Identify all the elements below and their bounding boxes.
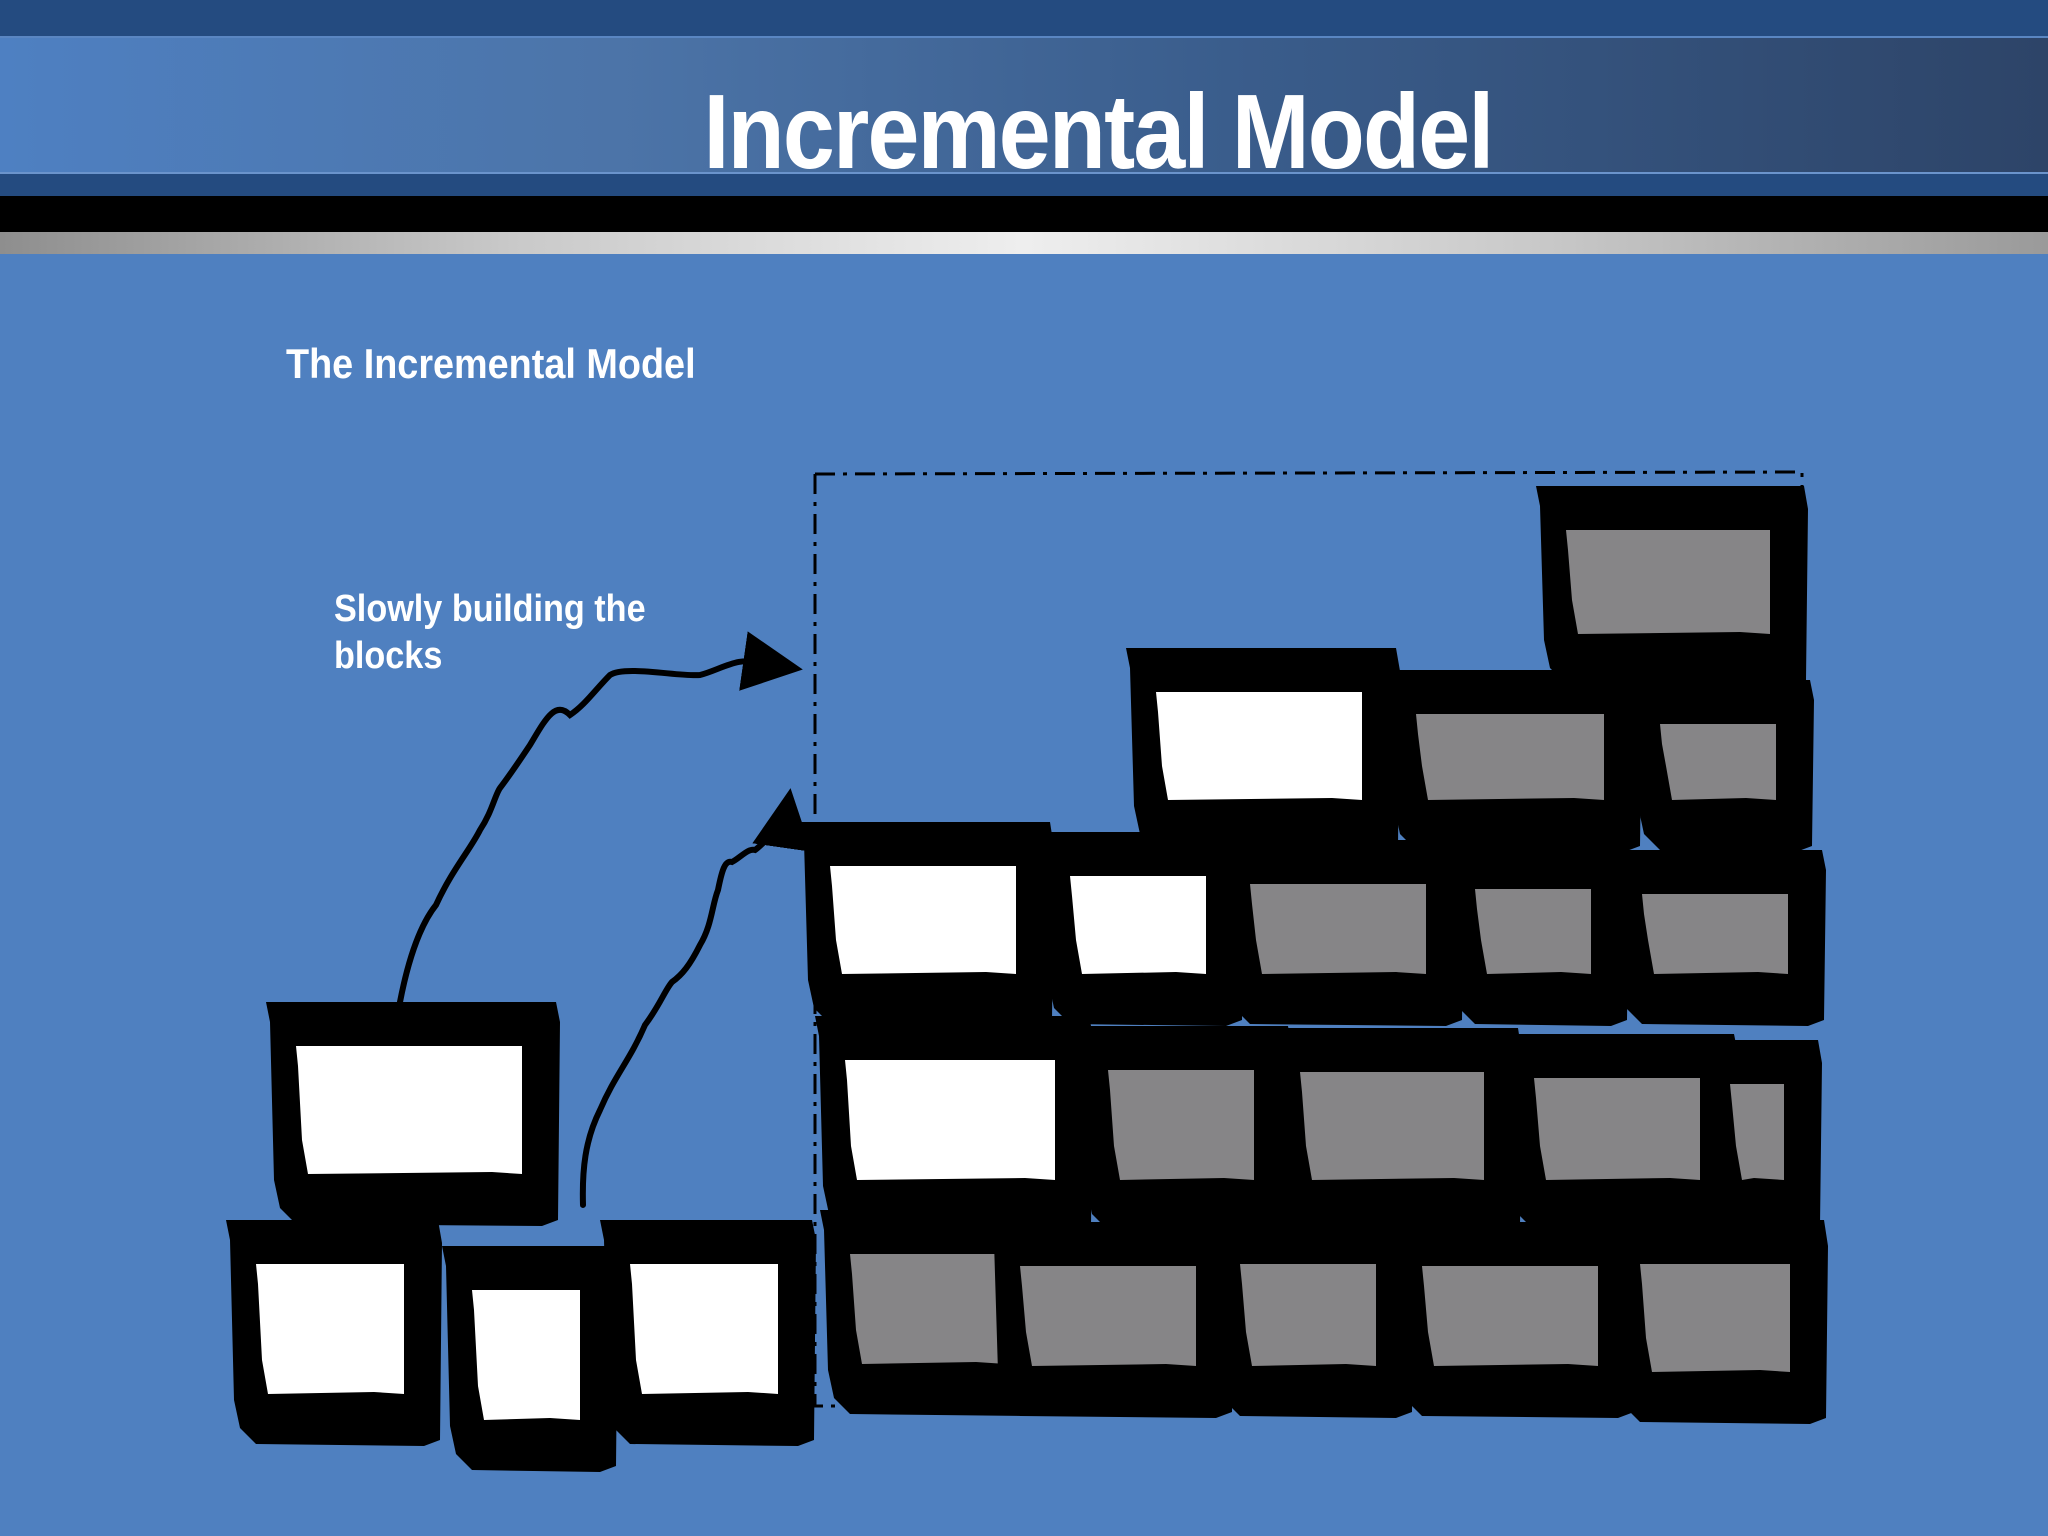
- slide-subtitle: The Incremental Model: [286, 340, 696, 387]
- built-block-face: [830, 866, 1016, 974]
- built-block: [1210, 1220, 1414, 1418]
- built-block: [1700, 1040, 1822, 1232]
- built-block-face: [1534, 1078, 1700, 1180]
- blocks-layer: [226, 486, 1828, 1472]
- loose-block-face: [256, 1264, 404, 1394]
- header-gradient-bar: [0, 36, 2048, 174]
- loose-block: [226, 1220, 442, 1446]
- built-block-face: [1240, 1264, 1376, 1366]
- built-block: [815, 1016, 1093, 1232]
- diagram-caption: Slowly building the blocks: [334, 588, 646, 677]
- built-block: [1445, 845, 1629, 1026]
- built-block: [1504, 1034, 1738, 1232]
- built-block: [1536, 486, 1808, 686]
- built-block: [1612, 850, 1826, 1026]
- built-block-face: [1020, 1266, 1196, 1366]
- built-block-face: [1108, 1070, 1254, 1180]
- built-block-face: [1416, 714, 1604, 800]
- header-silver-stripe: [0, 232, 2048, 254]
- arrow-lower: [579, 788, 812, 1208]
- built-block-face: [1250, 884, 1426, 974]
- arrow-upper: [397, 631, 803, 1005]
- built-block: [1392, 1222, 1636, 1418]
- loose-block-face: [630, 1264, 778, 1394]
- loose-block: [442, 1246, 618, 1472]
- built-block-face: [1640, 1264, 1790, 1372]
- built-block-face: [1660, 724, 1776, 800]
- built-block-face: [1642, 894, 1788, 974]
- built-block: [1630, 680, 1814, 852]
- built-block-face: [1730, 1084, 1784, 1180]
- slide-title: Incremental Model: [703, 73, 1494, 191]
- built-block: [1220, 840, 1464, 1026]
- built-block-face: [1566, 530, 1770, 634]
- loose-block: [266, 1002, 560, 1226]
- built-block: [800, 822, 1054, 1026]
- built-block-face: [1070, 876, 1206, 974]
- loose-block-face: [296, 1046, 522, 1174]
- built-block: [820, 1210, 1044, 1416]
- built-block: [1386, 670, 1642, 852]
- built-block-face: [1300, 1072, 1484, 1180]
- loose-block-face: [472, 1290, 580, 1420]
- built-block-face: [850, 1254, 1006, 1364]
- header-black-stripe: [0, 196, 2048, 232]
- built-block-face: [845, 1060, 1055, 1180]
- loose-block: [600, 1220, 816, 1446]
- built-block: [1270, 1028, 1522, 1232]
- built-block: [1610, 1220, 1828, 1424]
- built-block: [1040, 832, 1244, 1026]
- built-block-face: [1156, 692, 1362, 800]
- built-block: [990, 1222, 1234, 1418]
- built-block-face: [1422, 1266, 1598, 1366]
- built-block: [1126, 648, 1400, 852]
- built-block-face: [1475, 889, 1591, 974]
- built-block: [1078, 1026, 1292, 1232]
